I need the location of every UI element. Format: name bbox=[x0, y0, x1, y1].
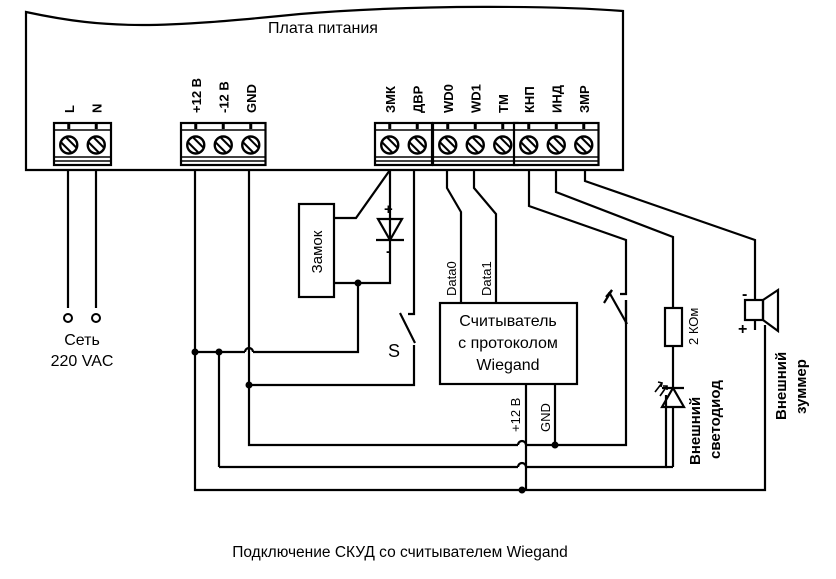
power-board-outline bbox=[24, 5, 625, 172]
terminal-label: ИНД bbox=[549, 84, 564, 113]
buzzer-plus: + bbox=[738, 321, 747, 338]
diode-minus: - bbox=[386, 243, 391, 260]
screw-icon bbox=[438, 135, 458, 155]
reader-line1: Считыватель bbox=[459, 313, 557, 330]
terminal-label: WD0 bbox=[441, 84, 456, 113]
mains-label-line2: 220 VAC bbox=[51, 353, 114, 370]
terminal-block-power: +12 В -12 В GND bbox=[179, 78, 267, 167]
gnd-bus bbox=[245, 170, 628, 449]
screw-icon bbox=[186, 135, 206, 155]
led-label-line1: Внешний bbox=[687, 397, 704, 465]
led-label-line2: светодиод bbox=[707, 380, 724, 459]
screw-icon bbox=[546, 135, 566, 155]
terminal-label: -12 В bbox=[216, 81, 231, 113]
terminal-label: +12 В bbox=[189, 78, 204, 113]
screw-icon bbox=[519, 135, 539, 155]
screw-icon bbox=[380, 135, 400, 155]
reader-box bbox=[438, 301, 579, 386]
screw-icon bbox=[465, 135, 485, 155]
screw-icon bbox=[213, 135, 233, 155]
terminal-label: GND bbox=[244, 84, 259, 113]
terminal-label: ЗМК bbox=[383, 86, 398, 113]
reader-power-label: +12 В bbox=[508, 398, 523, 432]
lock-circuit bbox=[297, 169, 404, 299]
mains-label-line1: Сеть bbox=[64, 332, 100, 349]
buzzer-label-line2: зуммер bbox=[793, 359, 810, 414]
reader-data1-label: Data1 bbox=[479, 261, 494, 296]
reader-data0-label: Data0 bbox=[444, 261, 459, 296]
terminal-label: L bbox=[62, 105, 77, 113]
external-led bbox=[554, 170, 686, 469]
screw-icon bbox=[86, 135, 106, 155]
terminal-label: ЗМР bbox=[577, 85, 592, 113]
buzzer-label-line1: Внешний bbox=[773, 352, 790, 420]
door-switch bbox=[399, 170, 416, 344]
buzzer-minus: - bbox=[742, 286, 747, 303]
reader-gnd-label: GND bbox=[538, 403, 553, 432]
board-title: Плата питания bbox=[268, 20, 378, 37]
wiegand-wires bbox=[445, 170, 557, 490]
terminal-label: WD1 bbox=[468, 84, 483, 113]
external-buzzer bbox=[583, 170, 780, 334]
mains-wires bbox=[63, 170, 101, 323]
exit-button bbox=[527, 170, 628, 325]
terminal-label: ДВР bbox=[410, 85, 425, 113]
terminal-block-io: КНП ИНД ЗМР bbox=[512, 84, 600, 167]
diagram-caption: Подключение СКУД со считывателем Wiegand bbox=[232, 544, 568, 561]
screw-icon bbox=[574, 135, 594, 155]
resistor-label: 2 КОм bbox=[686, 308, 701, 345]
reader-line2: с протоколом bbox=[458, 335, 558, 352]
screw-icon bbox=[493, 135, 513, 155]
reader-line3: Wiegand bbox=[476, 357, 539, 374]
terminal-label: N bbox=[89, 104, 104, 113]
terminal-block-lock-door: ЗМК ДВР bbox=[373, 85, 434, 167]
terminal-label: КНП bbox=[522, 86, 537, 113]
screw-icon bbox=[59, 135, 79, 155]
screw-icon bbox=[241, 135, 261, 155]
lock-box bbox=[297, 202, 336, 299]
lock-label: Замок bbox=[309, 230, 326, 273]
screw-icon bbox=[407, 135, 427, 155]
terminal-label: TM bbox=[496, 94, 511, 113]
diode-plus: + bbox=[384, 201, 393, 218]
terminal-block-wiegand: WD0 WD1 TM bbox=[431, 84, 519, 167]
door-switch-label: S bbox=[388, 341, 400, 361]
